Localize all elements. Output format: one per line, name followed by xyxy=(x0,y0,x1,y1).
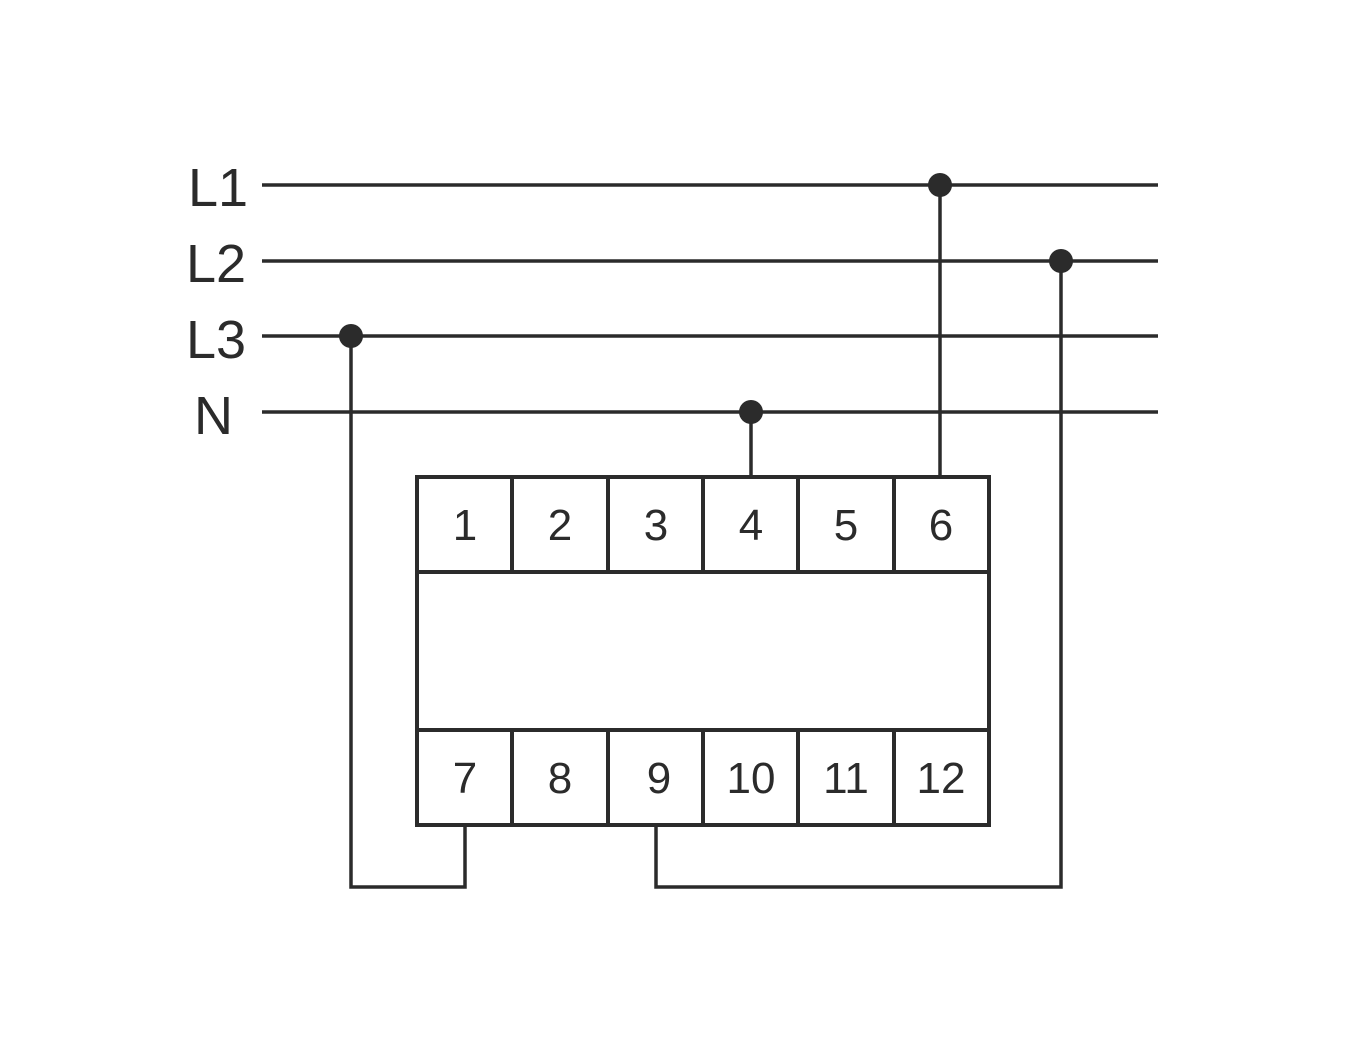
line-label-n: N xyxy=(194,386,233,446)
terminal-6: 6 xyxy=(929,501,953,550)
terminal-4: 4 xyxy=(739,501,763,550)
line-label-l1: L1 xyxy=(188,158,248,218)
terminal-1: 1 xyxy=(453,501,477,550)
wire-l2-to-terminal-9 xyxy=(654,261,1063,889)
junction-node-l2 xyxy=(1049,249,1073,273)
junction-node-l3 xyxy=(339,324,363,348)
terminal-8: 8 xyxy=(548,754,572,803)
terminal-12: 12 xyxy=(917,754,966,803)
terminal-5: 5 xyxy=(834,501,858,550)
terminal-10: 10 xyxy=(727,754,776,803)
line-label-l2: L2 xyxy=(186,234,246,294)
junction-node-l1 xyxy=(928,173,952,197)
wire-l3-to-terminal-7 xyxy=(349,336,467,889)
terminal-11: 11 xyxy=(823,754,869,803)
terminal-7: 7 xyxy=(453,754,477,803)
line-label-l3: L3 xyxy=(186,310,246,370)
terminal-9: 9 xyxy=(647,754,671,803)
device-module: 1 2 3 4 5 6 7 8 9 10 11 12 xyxy=(415,475,991,827)
junction-node-n xyxy=(739,400,763,424)
terminal-2: 2 xyxy=(548,501,572,550)
terminal-3: 3 xyxy=(644,501,668,550)
